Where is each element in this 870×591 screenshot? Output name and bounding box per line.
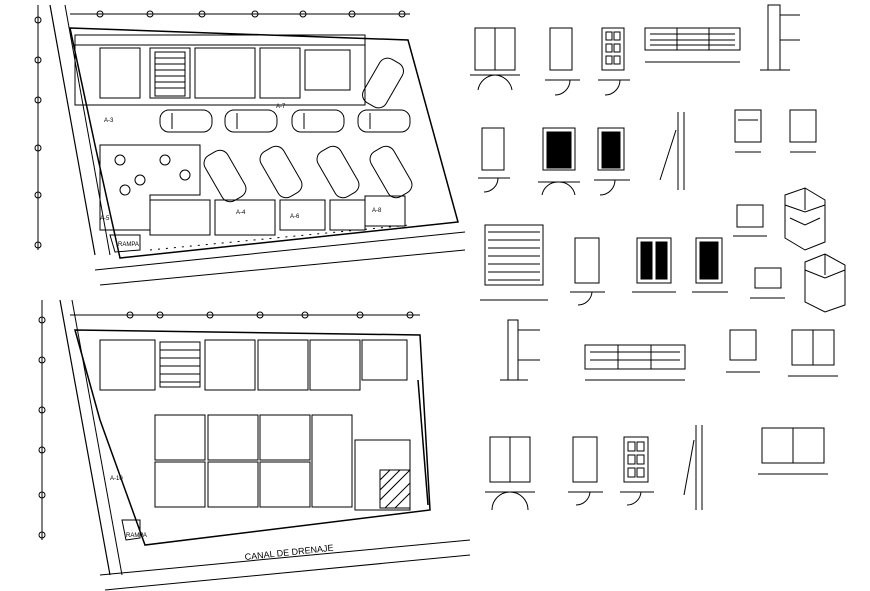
detail-window-1 xyxy=(644,27,741,63)
detail-dark-door-2 xyxy=(594,127,630,196)
detail-window-small-2 xyxy=(789,109,817,153)
upper-floor-plan xyxy=(38,299,471,591)
stairs-ground xyxy=(154,51,186,97)
detail-window-small-1 xyxy=(734,109,762,153)
parking-cars-row-1 xyxy=(159,109,411,133)
ground-floor-plan xyxy=(34,4,466,286)
detail-double-door-2 xyxy=(485,436,535,511)
ramp-label-ground: RAMPA xyxy=(118,242,139,248)
detail-wall-section-2 xyxy=(500,319,540,381)
detail-double-door-1 xyxy=(470,27,520,91)
detail-panel-door-2 xyxy=(620,436,654,506)
detail-panel-door-1 xyxy=(598,27,630,96)
detail-shutter xyxy=(480,224,548,301)
detail-window-2 xyxy=(584,344,686,381)
detail-iso-box-1 xyxy=(784,187,826,251)
detail-side-section-2 xyxy=(683,425,703,510)
detail-window-small-4 xyxy=(750,267,785,299)
grid-axis-top xyxy=(70,10,410,18)
detail-door-3 xyxy=(570,237,605,306)
hatched-area xyxy=(379,469,411,509)
ground-plan-labels: A-7 A-3 A-4 A-5 A-6 A-8 RAMPA xyxy=(100,104,382,248)
detail-window-large-1 xyxy=(758,427,828,475)
area-label-a5: A-8 xyxy=(372,208,382,214)
area-label-a2: A-4 xyxy=(236,210,246,216)
detail-dark-door-1 xyxy=(538,127,580,196)
detail-door-1 xyxy=(545,27,580,96)
grid-axis-left xyxy=(34,5,42,250)
detail-door-2 xyxy=(478,127,510,193)
grid-axis-top-2 xyxy=(70,311,420,319)
detail-iso-box-2 xyxy=(804,253,846,313)
detail-window-small-3 xyxy=(733,204,767,237)
ground-plan-title: A-7 xyxy=(276,104,286,110)
detail-side-section-1 xyxy=(659,112,685,190)
detail-dark-door-3 xyxy=(632,237,676,293)
door-window-details xyxy=(470,4,846,511)
detail-wall-section-1 xyxy=(760,4,800,71)
area-label-a4: A-6 xyxy=(290,214,300,220)
detail-door-4 xyxy=(568,436,603,506)
upper-area-label: A-10 xyxy=(110,476,123,482)
area-label-a1: A-3 xyxy=(104,118,114,124)
detail-window-medium-1 xyxy=(788,329,838,377)
detail-window-small-5 xyxy=(726,329,760,373)
detail-dark-door-4 xyxy=(692,237,728,293)
parking-cars-angled xyxy=(203,57,413,203)
grid-axis-left-2 xyxy=(38,300,46,540)
area-label-a3: A-5 xyxy=(100,216,110,222)
lobby-furniture xyxy=(114,154,191,196)
ramp-label-upper: RAMPA xyxy=(126,533,147,539)
stairs-upper xyxy=(159,341,201,388)
